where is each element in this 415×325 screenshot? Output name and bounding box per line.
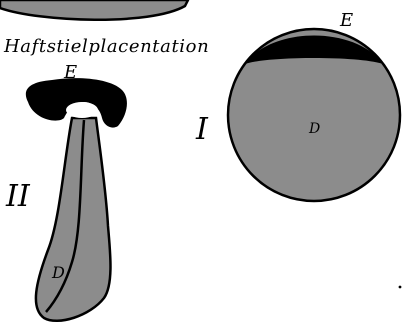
figure-numeral-1: I (195, 112, 209, 147)
embryo-label-2: E (63, 62, 77, 83)
figure-1: E D I (195, 10, 402, 203)
yolk-sac-sphere (226, 27, 402, 203)
embryo-label-1: E (339, 10, 353, 31)
yolk-label-2: D (51, 263, 65, 282)
yolk-label-1: D (308, 121, 320, 137)
amnion-cavity (66, 102, 98, 118)
figure-numeral-2: II (5, 179, 31, 214)
figure-caption: Haftstielplacentation (3, 36, 209, 57)
stalk-fold-line (45, 119, 86, 313)
previous-figure-fragment (0, 0, 190, 21)
yolk-stalk (34, 116, 112, 323)
figure-2: E D II (5, 62, 127, 323)
stray-mark (398, 285, 402, 289)
embryo-cap (245, 35, 383, 64)
